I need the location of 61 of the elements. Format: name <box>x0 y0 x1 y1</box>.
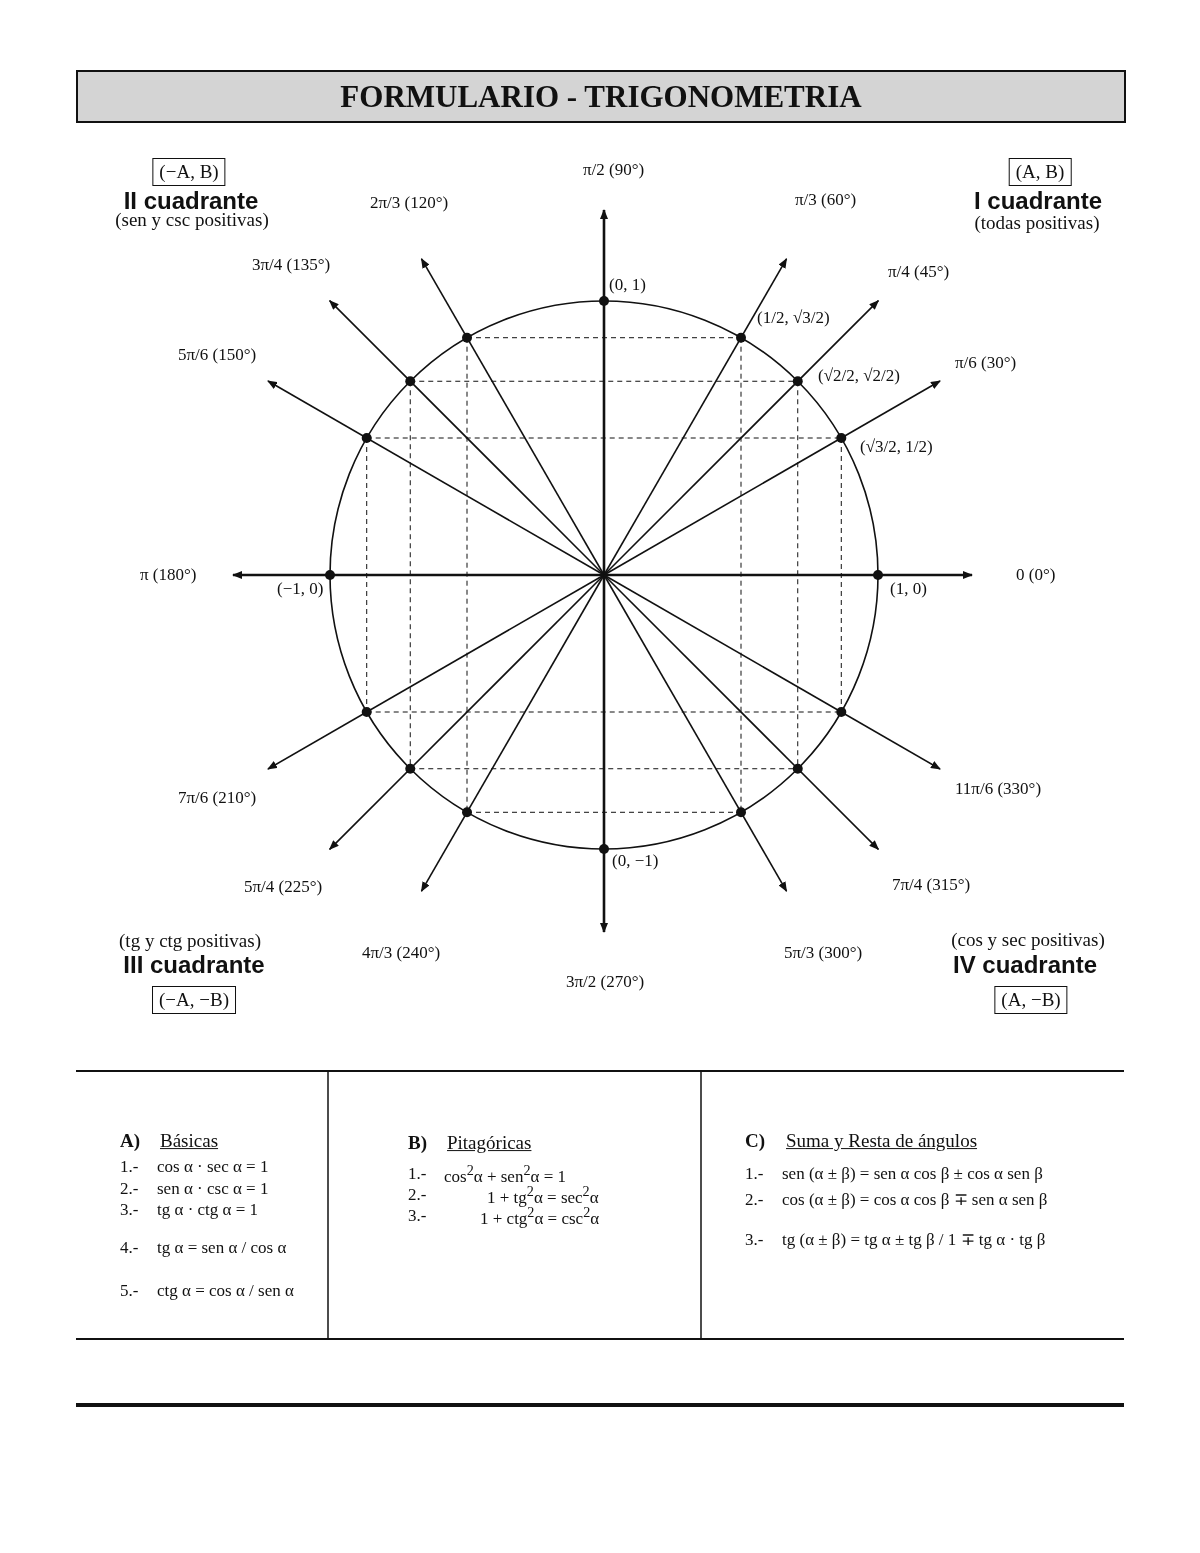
angle-label: π/4 (45°) <box>888 262 950 282</box>
coordinate-label: (1, 0) <box>890 579 927 599</box>
formula: sen (α ± β) = sen α cos β ± cos α sen β <box>782 1164 1043 1184</box>
item-number: 2.- <box>745 1190 764 1210</box>
coordinate-label: (0, −1) <box>612 851 659 871</box>
angle-label: 3π/2 (270°) <box>566 972 645 992</box>
item-number: 1.- <box>408 1164 427 1184</box>
angle-label: π (180°) <box>140 565 197 585</box>
coordinate-box: (A, −B) <box>994 986 1068 1014</box>
formula: tg α · ctg α = 1 <box>157 1200 259 1220</box>
section-heading: Suma y Resta de ángulos <box>786 1130 978 1152</box>
angle-label: π/6 (30°) <box>955 353 1017 373</box>
coordinate-box: (−A, −B) <box>152 986 236 1014</box>
angle-label: 7π/4 (315°) <box>892 875 971 895</box>
angle-label: 5π/6 (150°) <box>178 345 257 365</box>
quadrant-note: (todas positivas) <box>974 212 1100 234</box>
angle-label: 7π/6 (210°) <box>178 788 257 808</box>
item-number: 2.- <box>120 1179 139 1199</box>
coordinate-box: (A, B) <box>1008 158 1072 186</box>
item-number: 2.- <box>408 1185 427 1205</box>
quadrant-note: (tg y ctg positivas) <box>119 930 261 952</box>
quadrant-name: I cuadrante <box>974 187 1102 215</box>
coordinate-box: (−A, B) <box>152 158 226 186</box>
coordinate-label: (√2/2, √2/2) <box>818 366 900 386</box>
title: FORMULARIO - TRIGONOMETRIA <box>76 70 1126 123</box>
item-number: 1.- <box>745 1164 764 1184</box>
coordinate-label: (0, 1) <box>609 275 646 295</box>
angle-label: 5π/3 (300°) <box>784 943 863 963</box>
item-number: 3.- <box>745 1230 764 1250</box>
item-number: 3.- <box>120 1200 139 1220</box>
formula: cos$^{2}$α + sen$^{2}$α = 1 <box>444 1161 566 1186</box>
item-number: 4.- <box>120 1238 139 1258</box>
section-letter: C) <box>745 1130 766 1152</box>
quadrant-note: (sen y csc positivas) <box>115 209 269 231</box>
formula: cos (α ± β) = cos α cos β ∓ sen α sen β <box>782 1190 1048 1210</box>
formula: sen α · csc α = 1 <box>157 1179 269 1199</box>
formula: tg (α ± β) = tg α ± tg β / 1 ∓ tg α · tg β <box>782 1230 1046 1250</box>
section-letter: A) <box>120 1130 141 1152</box>
angle-label: 11π/6 (330°) <box>955 779 1042 799</box>
item-number: 1.- <box>120 1157 139 1177</box>
section-letter: B) <box>408 1132 427 1154</box>
angle-label: 0 (0°) <box>1016 565 1056 585</box>
angle-label: 4π/3 (240°) <box>362 943 441 963</box>
angle-label: 2π/3 (120°) <box>370 193 449 213</box>
section-heading: Básicas <box>160 1130 219 1152</box>
formula: cos α · sec α = 1 <box>157 1157 269 1177</box>
angle-label: π/3 (60°) <box>795 190 857 210</box>
angle-label: 5π/4 (225°) <box>244 877 323 897</box>
item-number: 3.- <box>408 1206 427 1226</box>
formula: ctg α = cos α / sen α <box>157 1281 294 1301</box>
coordinate-label: (−1, 0) <box>277 579 324 599</box>
quadrant-note: (cos y sec positivas) <box>951 929 1105 951</box>
quadrant-name: III cuadrante <box>123 951 265 979</box>
angle-label: 3π/4 (135°) <box>252 255 331 275</box>
item-number: 5.- <box>120 1281 139 1301</box>
coordinate-label: (√3/2, 1/2) <box>860 437 933 457</box>
angle-label: π/2 (90°) <box>583 160 645 180</box>
quadrant-name: IV cuadrante <box>953 951 1097 979</box>
formula: tg α = sen α / cos α <box>157 1238 287 1258</box>
section-heading: Pitagóricas <box>447 1132 532 1154</box>
coordinate-label: (1/2, √3/2) <box>757 308 830 328</box>
